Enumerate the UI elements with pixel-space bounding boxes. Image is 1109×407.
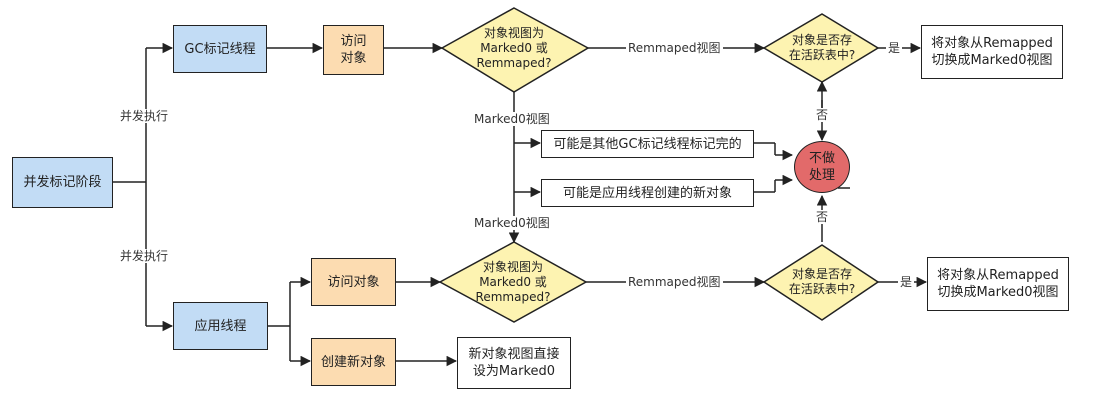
decision-view-bottom-label: 对象视图为 Marked0 或 Remmaped? xyxy=(475,259,551,304)
decision-view-bottom-text: 对象视图为 Marked0 或 Remmaped? xyxy=(456,254,570,310)
maybe-app-thread-node: 可能是应用线程创建的新对象 xyxy=(541,179,754,207)
decision-active-top-label: 对象是否存 在活跃表中? xyxy=(788,33,856,62)
visit-object-bottom-label: 访问对象 xyxy=(327,274,380,290)
edge-label-concurrent-exec-top: 并发执行 xyxy=(118,109,171,123)
concurrent-mark-phase-label: 并发标记阶段 xyxy=(23,175,102,190)
decision-view-top-diamond xyxy=(440,7,590,93)
convert-bottom-node: 将对象从Remapped 切换成Marked0视图 xyxy=(927,257,1069,311)
visit-object-bottom-node: 访问对象 xyxy=(311,258,396,306)
edge-label-no-top: 否 xyxy=(814,108,831,122)
edge-label-remmaped-view-top: Remmaped视图 xyxy=(626,41,723,55)
app-thread-label: 应用线程 xyxy=(194,318,247,334)
create-object-node: 创建新对象 xyxy=(311,338,396,386)
no-action-label: 不做 处理 xyxy=(808,151,835,183)
edge-label-concurrent-exec-bottom: 并发执行 xyxy=(118,249,171,263)
decision-active-bottom-label: 对象是否存 在活跃表中? xyxy=(788,267,856,296)
edge-label-yes-top: 是 xyxy=(886,41,903,55)
new-object-marked-label: 新对象视图直接 设为Marked0 xyxy=(468,347,560,379)
edge-label-marked0-view-bottom: Marked0视图 xyxy=(472,216,552,230)
maybe-other-gc-thread-node: 可能是其他GC标记线程标记完的 xyxy=(541,130,754,158)
decision-view-bottom-diamond xyxy=(438,241,588,323)
visit-object-top-label: 访问 对象 xyxy=(340,34,367,66)
gc-mark-thread-label: GC标记线程 xyxy=(184,41,256,57)
convert-top-label: 将对象从Remapped 切换成Marked0视图 xyxy=(931,36,1053,68)
decision-view-top-label: 对象视图为 Marked0 或 Remmaped? xyxy=(476,25,552,70)
decision-active-top-text: 对象是否存 在活跃表中? xyxy=(772,30,872,66)
maybe-other-gc-thread-label: 可能是其他GC标记线程标记完的 xyxy=(553,136,742,152)
new-object-marked-node: 新对象视图直接 设为Marked0 xyxy=(457,337,571,389)
edge-label-no-bottom: 否 xyxy=(814,210,831,224)
create-object-label: 创建新对象 xyxy=(320,354,386,370)
edge-label-marked0-view-top: Marked0视图 xyxy=(472,112,552,126)
edge-label-yes-bottom: 是 xyxy=(898,275,915,289)
decision-active-top-diamond xyxy=(762,13,880,83)
maybe-app-thread-label: 可能是应用线程创建的新对象 xyxy=(562,185,732,201)
decision-view-top-text: 对象视图为 Marked0 或 Remmaped? xyxy=(458,20,570,76)
gc-mark-thread-node: GC标记线程 xyxy=(173,25,267,73)
visit-object-top-node: 访问 对象 xyxy=(323,25,384,75)
app-thread-node: 应用线程 xyxy=(173,302,268,350)
concurrent-mark-phase-node: 并发标记阶段 xyxy=(12,157,113,208)
decision-active-bottom-text: 对象是否存 在活跃表中? xyxy=(772,264,872,300)
no-action-node: 不做 处理 xyxy=(794,141,850,193)
edge-label-remmaped-view-bottom: Remmaped视图 xyxy=(626,275,723,289)
convert-bottom-label: 将对象从Remapped 切换成Marked0视图 xyxy=(937,268,1059,300)
decision-active-bottom-diamond xyxy=(762,244,880,321)
convert-top-node: 将对象从Remapped 切换成Marked0视图 xyxy=(921,25,1063,79)
